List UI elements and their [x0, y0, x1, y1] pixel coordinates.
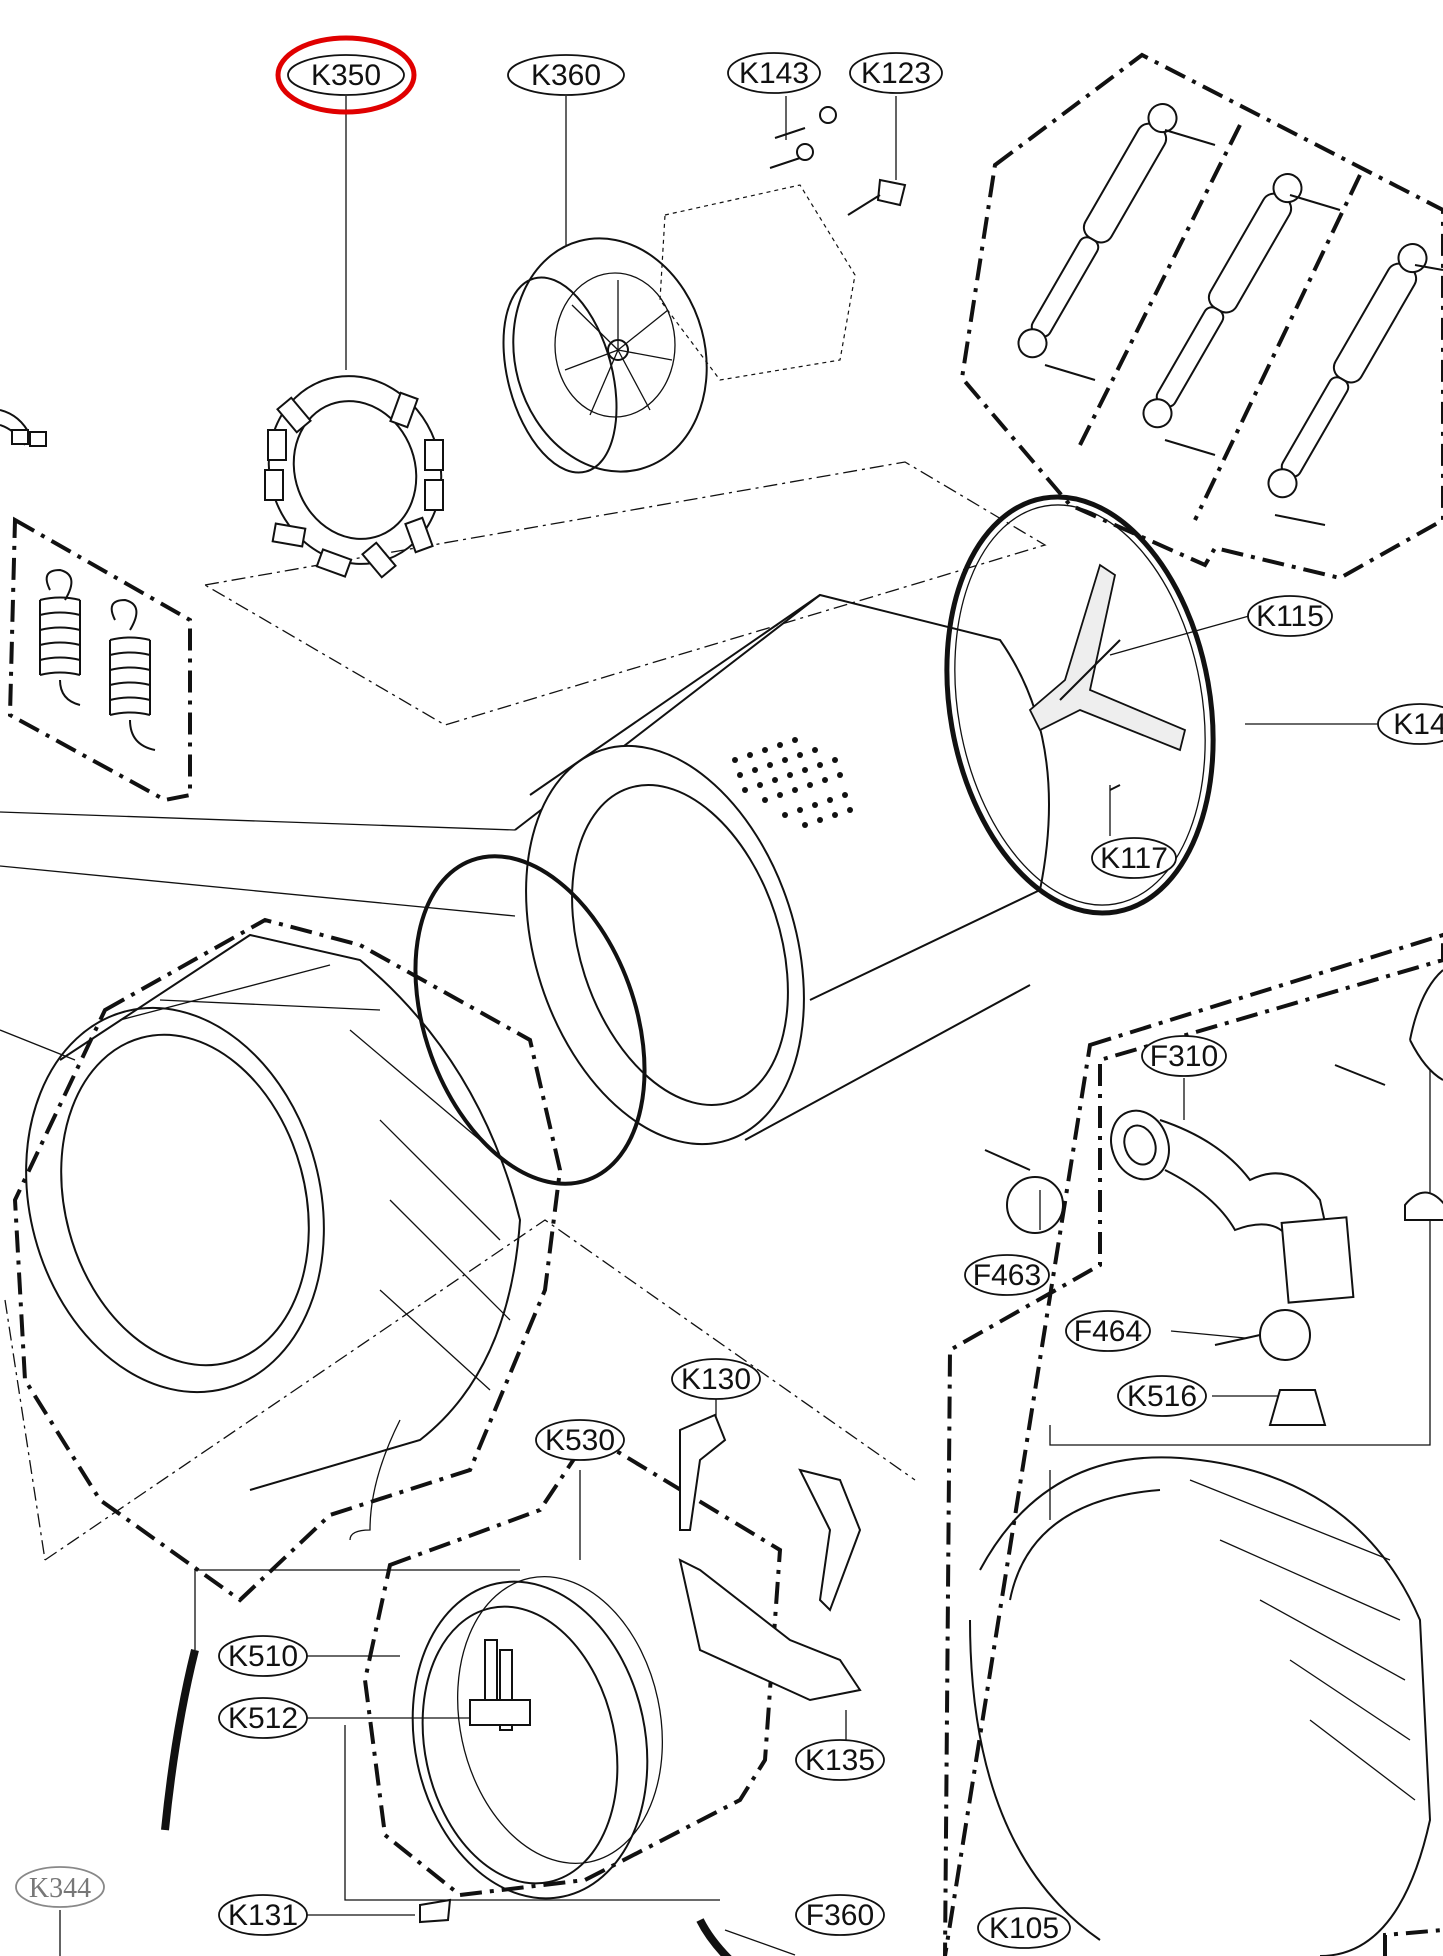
bolts-k143-k123	[769, 106, 907, 216]
label-k105: K105	[977, 1907, 1071, 1949]
drum	[514, 593, 1050, 1146]
svg-text:K115: K115	[1256, 600, 1324, 633]
label-k130: K130	[671, 1358, 761, 1400]
label-k512: K512	[218, 1697, 308, 1739]
label-k516: K516	[1117, 1375, 1207, 1417]
svg-text:F463: F463	[973, 1259, 1041, 1292]
label-k510: K510	[218, 1635, 308, 1677]
wire-connector	[0, 409, 47, 447]
label-k115: K115	[1247, 595, 1333, 637]
svg-text:F464: F464	[1074, 1315, 1142, 1348]
label-k14: K14	[1377, 703, 1443, 745]
tub-front-boundary	[12, 917, 563, 1603]
svg-text:K344: K344	[29, 1873, 91, 1904]
drain-hose	[1110, 1109, 1355, 1304]
svg-text:K130: K130	[681, 1363, 751, 1396]
stator-k350	[264, 375, 444, 579]
svg-text:K512: K512	[228, 1702, 298, 1735]
right-edge-parts	[1334, 969, 1443, 1221]
label-f464: F464	[1065, 1310, 1151, 1352]
label-k530: K530	[535, 1419, 625, 1461]
tub-front	[25, 854, 647, 1491]
damper-group-boundary	[959, 52, 1443, 581]
label-f463: F463	[964, 1254, 1050, 1296]
svg-text:K123: K123	[861, 57, 931, 90]
svg-text:K105: K105	[989, 1912, 1059, 1945]
label-f360: F360	[795, 1894, 885, 1936]
label-k344: K344	[15, 1866, 105, 1908]
tub-rear-k105	[969, 1456, 1443, 1956]
label-f310: F310	[1141, 1035, 1227, 1077]
spring-group-boundary	[7, 516, 192, 803]
hinge-parts	[161, 1413, 862, 1956]
label-k135: K135	[795, 1739, 885, 1781]
svg-text:K516: K516	[1127, 1380, 1197, 1413]
svg-text:K14: K14	[1393, 708, 1443, 741]
label-k131: K131	[218, 1894, 308, 1936]
rotor-assembly-boundary	[203, 461, 1047, 726]
svg-text:F360: F360	[806, 1899, 874, 1932]
springs	[39, 568, 156, 751]
spider-and-ring	[944, 494, 1216, 916]
k350-highlight-circle	[275, 35, 417, 115]
svg-text:K117: K117	[1100, 842, 1168, 875]
svg-text:F310: F310	[1150, 1040, 1218, 1073]
clamps	[984, 1149, 1327, 1426]
drain-boundary	[943, 932, 1443, 1956]
svg-text:K350: K350	[311, 59, 381, 92]
gasket-boundary	[362, 1432, 783, 1898]
label-k143: K143	[727, 52, 821, 94]
svg-text:K530: K530	[545, 1424, 615, 1457]
rotor-k360	[502, 184, 856, 474]
label-k123: K123	[849, 52, 943, 94]
svg-text:K135: K135	[805, 1744, 875, 1777]
svg-text:K131: K131	[228, 1899, 298, 1932]
label-k360: K360	[507, 54, 625, 96]
svg-text:K510: K510	[228, 1640, 298, 1673]
drum-perforation	[732, 737, 853, 828]
label-k350: K350	[287, 54, 405, 96]
leader-lines	[0, 96, 1431, 1956]
label-k117: K117	[1091, 837, 1177, 879]
dampers	[1017, 103, 1443, 526]
svg-text:K143: K143	[739, 57, 809, 90]
svg-text:K360: K360	[531, 59, 601, 92]
door-gasket	[411, 1576, 664, 1900]
